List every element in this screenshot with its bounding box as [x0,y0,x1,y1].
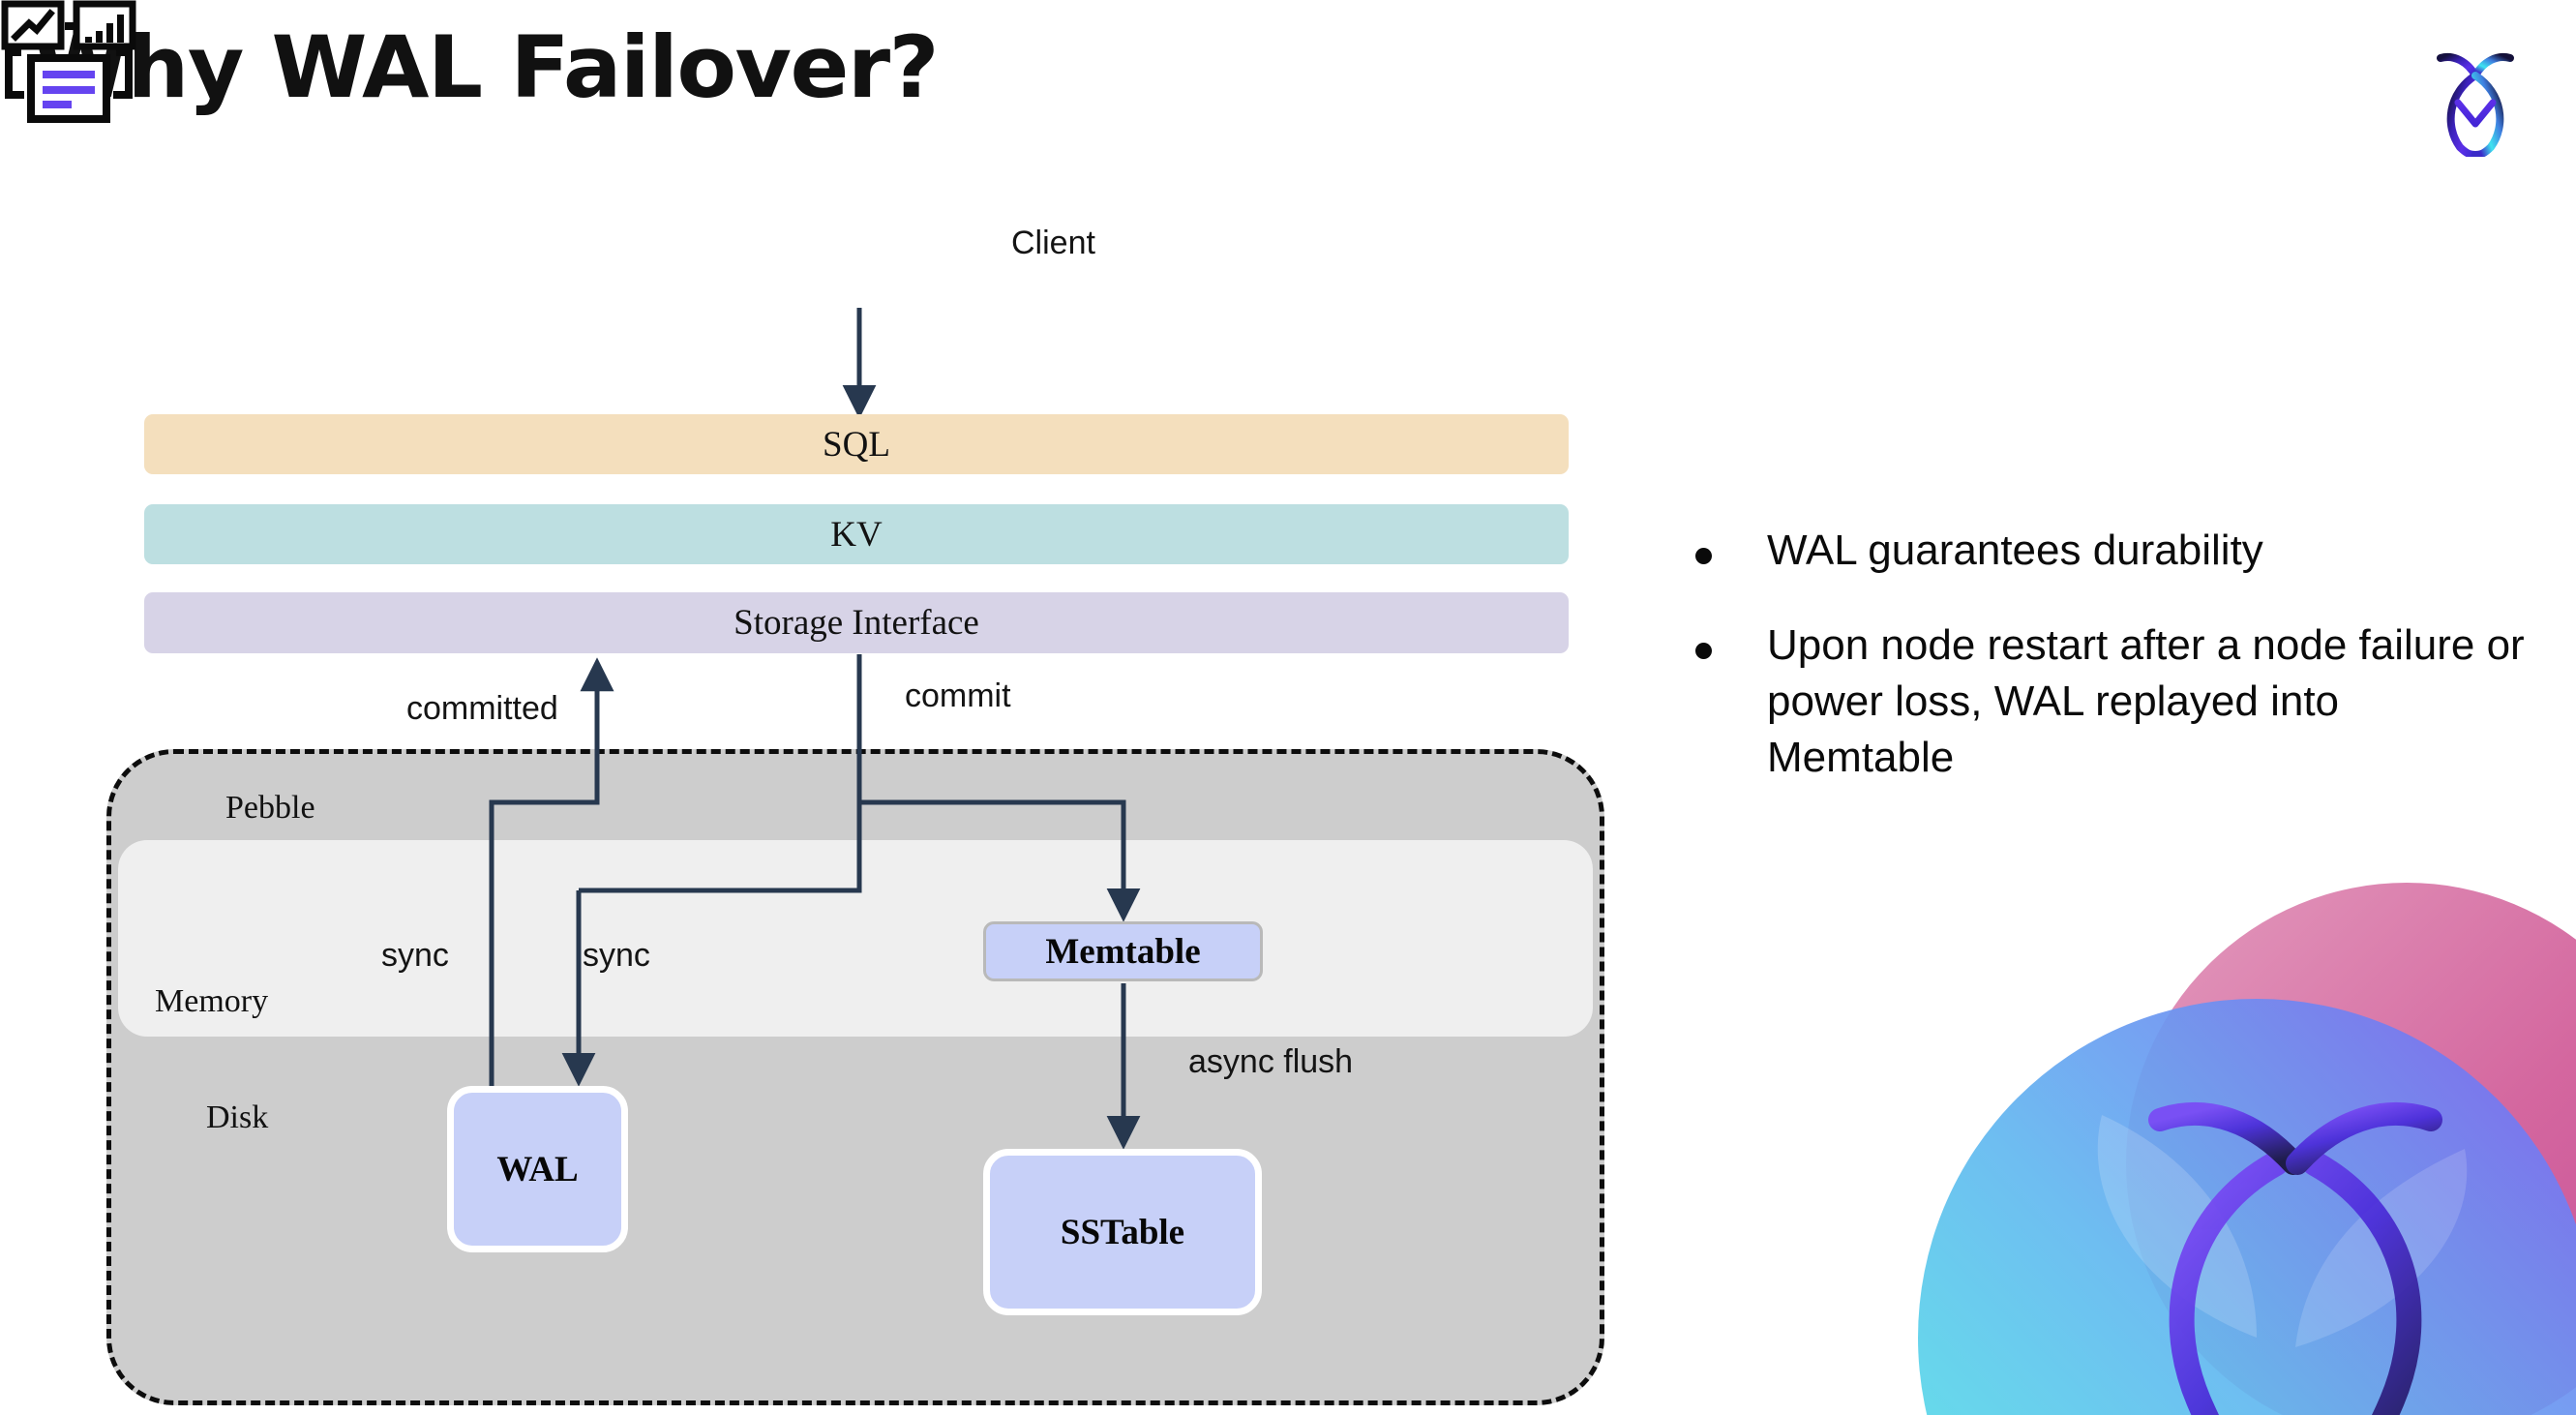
pebble-label: Pebble [225,790,315,826]
diagram-connectors [489,308,1141,1161]
memory-label: Memory [155,983,269,1019]
client-dashboard-icon [1,0,136,123]
bullet-text: Upon node restart after a node failure o… [1767,621,2525,782]
layer-sql-label: SQL [823,424,890,465]
page-title: Why WAL Failover? [33,17,940,117]
layer-sql: SQL [144,414,1569,474]
bullet-list: WAL guarantees durability Upon node rest… [1695,523,2528,825]
list-item: Upon node restart after a node failure o… [1695,617,2528,786]
disk-label: Disk [206,1099,269,1135]
bullet-text: WAL guarantees durability [1767,527,2263,574]
layer-kv-label: KV [830,514,883,555]
edge-label-async-flush: async flush [1188,1043,1354,1080]
layer-storage-label: Storage Interface [734,603,979,643]
edge-label-sync-right: sync [583,937,650,974]
memory-zone [118,840,1593,1037]
node-wal: WAL [447,1086,628,1252]
architecture-diagram: Pebble Memory Disk [1,0,1604,1405]
node-memtable: Memtable [983,921,1263,981]
cockroachdb-logo [2437,53,2514,157]
edge-label-sync-left: sync [381,937,449,974]
node-sstable: SSTable [983,1149,1262,1315]
node-sstable-label: SSTable [1060,1212,1185,1252]
node-wal-label: WAL [496,1149,579,1189]
decorative-circles-graphic [1918,883,2576,1415]
layer-kv: KV [144,504,1569,564]
edge-label-commit: commit [905,677,1011,714]
edge-label-committed: committed [406,690,558,727]
bullet-dot-icon [1695,548,1712,564]
bullet-dot-icon [1695,643,1712,660]
list-item: WAL guarantees durability [1695,523,2528,579]
layer-storage-interface: Storage Interface [144,592,1569,653]
client-label: Client [1011,225,1095,261]
node-memtable-label: Memtable [1045,931,1201,972]
